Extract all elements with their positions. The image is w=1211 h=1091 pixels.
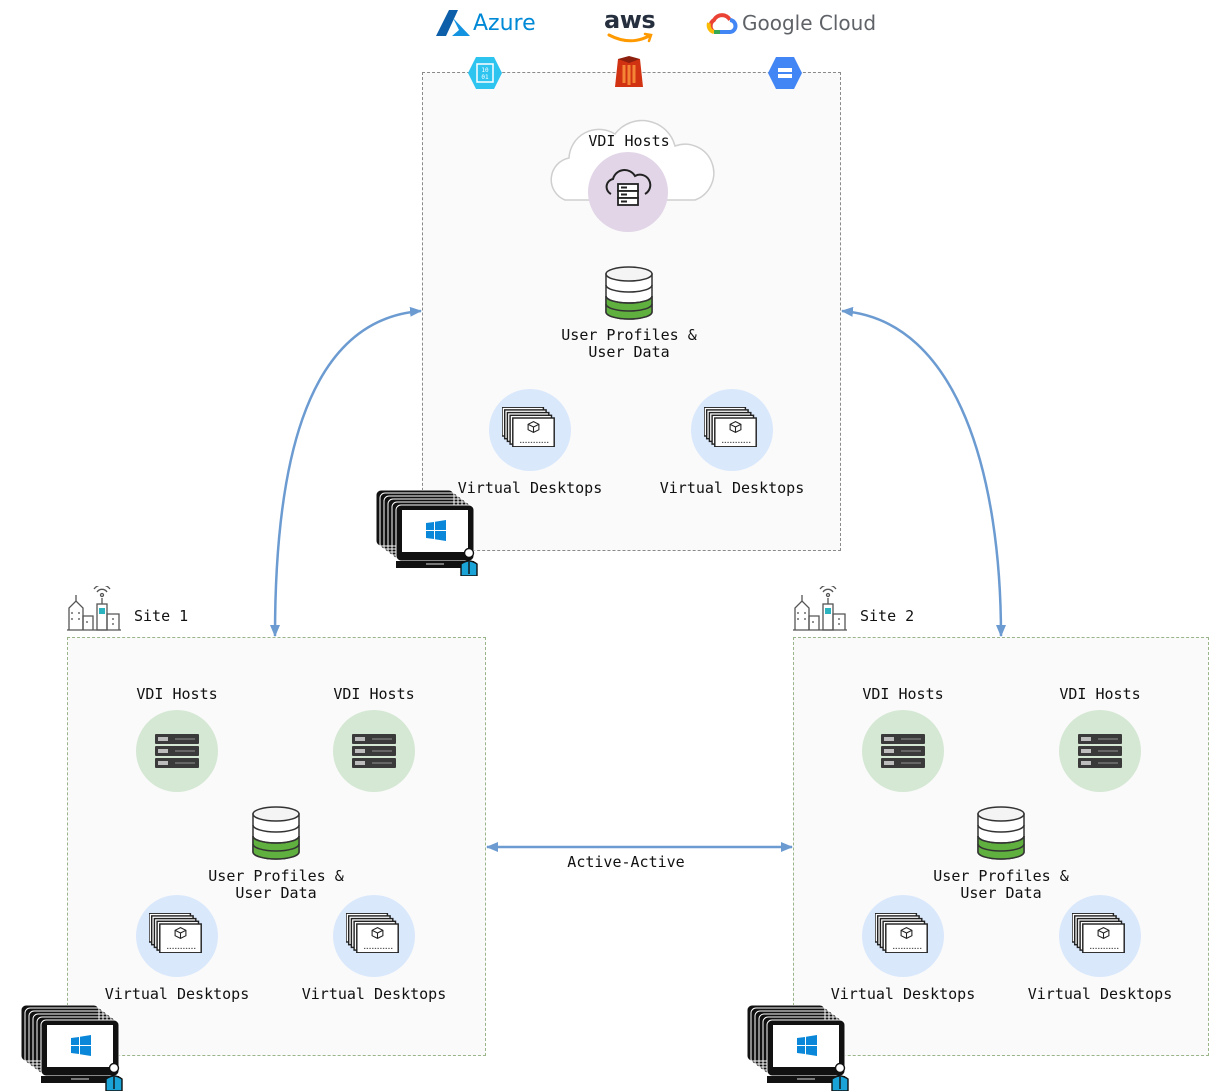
site1-hosts-right-label: VDI Hosts: [333, 685, 415, 703]
cloud-users-laptop-icon: [376, 490, 478, 576]
site2-desktops-right-label: Virtual Desktops: [1027, 985, 1173, 1003]
site1-storage-label-line2: User Data: [235, 884, 317, 902]
site1-users-laptop-icon: [21, 1005, 123, 1091]
site2-host-left-server-icon: [881, 734, 925, 768]
site2-storage-icon: [977, 806, 1025, 860]
site1-title: Site 1: [134, 607, 189, 625]
site2-hosts-right-label: VDI Hosts: [1059, 685, 1141, 703]
site2-desktops-left-node: [862, 895, 944, 977]
cloud-desktops-left-node: [489, 389, 571, 471]
site1-desktops-left-vm-icon: [149, 913, 202, 953]
site1-desktops-right-label: Virtual Desktops: [301, 985, 447, 1003]
aws-logo: aws: [604, 6, 656, 43]
cloud-storage-label-line2: User Data: [588, 343, 670, 361]
site1-host-right-node: [333, 710, 415, 792]
active-active-label: Active-Active: [567, 853, 685, 871]
site1-desktops-right-vm-icon: [346, 913, 399, 953]
site1-storage-label-line1: User Profiles &: [208, 867, 344, 885]
site1-desktops-left-label: Virtual Desktops: [104, 985, 250, 1003]
cloud-desktops-right-label: Virtual Desktops: [659, 479, 805, 497]
google-cloud-logo: Google Cloud: [705, 6, 876, 40]
cloud-vdi-host-node: [588, 152, 668, 232]
site1-storage-icon: [252, 806, 300, 860]
site1-desktops-left-node: [136, 895, 218, 977]
site2-host-left-node: [862, 710, 944, 792]
site1-host-left-server-icon: [155, 734, 199, 768]
site2-desktops-left-vm-icon: [875, 913, 928, 953]
site2-desktops-left-label: Virtual Desktops: [830, 985, 976, 1003]
aws-s3-icon: [615, 56, 643, 87]
site1-desktops-right-node: [333, 895, 415, 977]
aws-smile-icon: [607, 32, 653, 43]
google-cloud-icon: [706, 13, 738, 34]
aws-wordmark: aws: [604, 6, 656, 34]
cloud-desktops-left-vm-icon: [502, 407, 555, 447]
google-cloud-wordmark: Google Cloud: [742, 11, 877, 35]
cloud-desktops-left-label: Virtual Desktops: [457, 479, 603, 497]
cloud-storage-icon: [605, 266, 653, 320]
site1-host-left-node: [136, 710, 218, 792]
cloud-server-icon: [605, 169, 652, 206]
site1-hosts-left-label: VDI Hosts: [136, 685, 218, 703]
cloud-storage-label-line1: User Profiles &: [561, 326, 697, 344]
site2-desktops-right-vm-icon: [1072, 913, 1125, 953]
cloud-desktops-right-vm-icon: [704, 407, 757, 447]
azure-logo: Azure: [435, 6, 536, 40]
gcp-storage-icon: [768, 57, 802, 89]
site2-users-laptop-icon: [747, 1005, 849, 1091]
svg-text:10: 10: [481, 67, 489, 74]
cloud-desktops-right-node: [691, 389, 773, 471]
site1-city-icon: [67, 586, 121, 631]
site2-storage-label-line1: User Profiles &: [933, 867, 1069, 885]
site2-desktops-right-node: [1059, 895, 1141, 977]
site2-title: Site 2: [860, 607, 915, 625]
cloud-hosts-label: VDI Hosts: [588, 132, 670, 150]
svg-text:01: 01: [481, 74, 489, 81]
site2-host-right-server-icon: [1078, 734, 1122, 768]
site2-storage-label-line2: User Data: [960, 884, 1042, 902]
azure-storage-icon: 10 01: [468, 57, 502, 89]
site2-city-icon: [793, 586, 847, 631]
site2-host-right-node: [1059, 710, 1141, 792]
site1-host-right-server-icon: [352, 734, 396, 768]
azure-wordmark: Azure: [473, 10, 536, 36]
azure-icon: [436, 10, 470, 36]
site2-hosts-left-label: VDI Hosts: [862, 685, 944, 703]
